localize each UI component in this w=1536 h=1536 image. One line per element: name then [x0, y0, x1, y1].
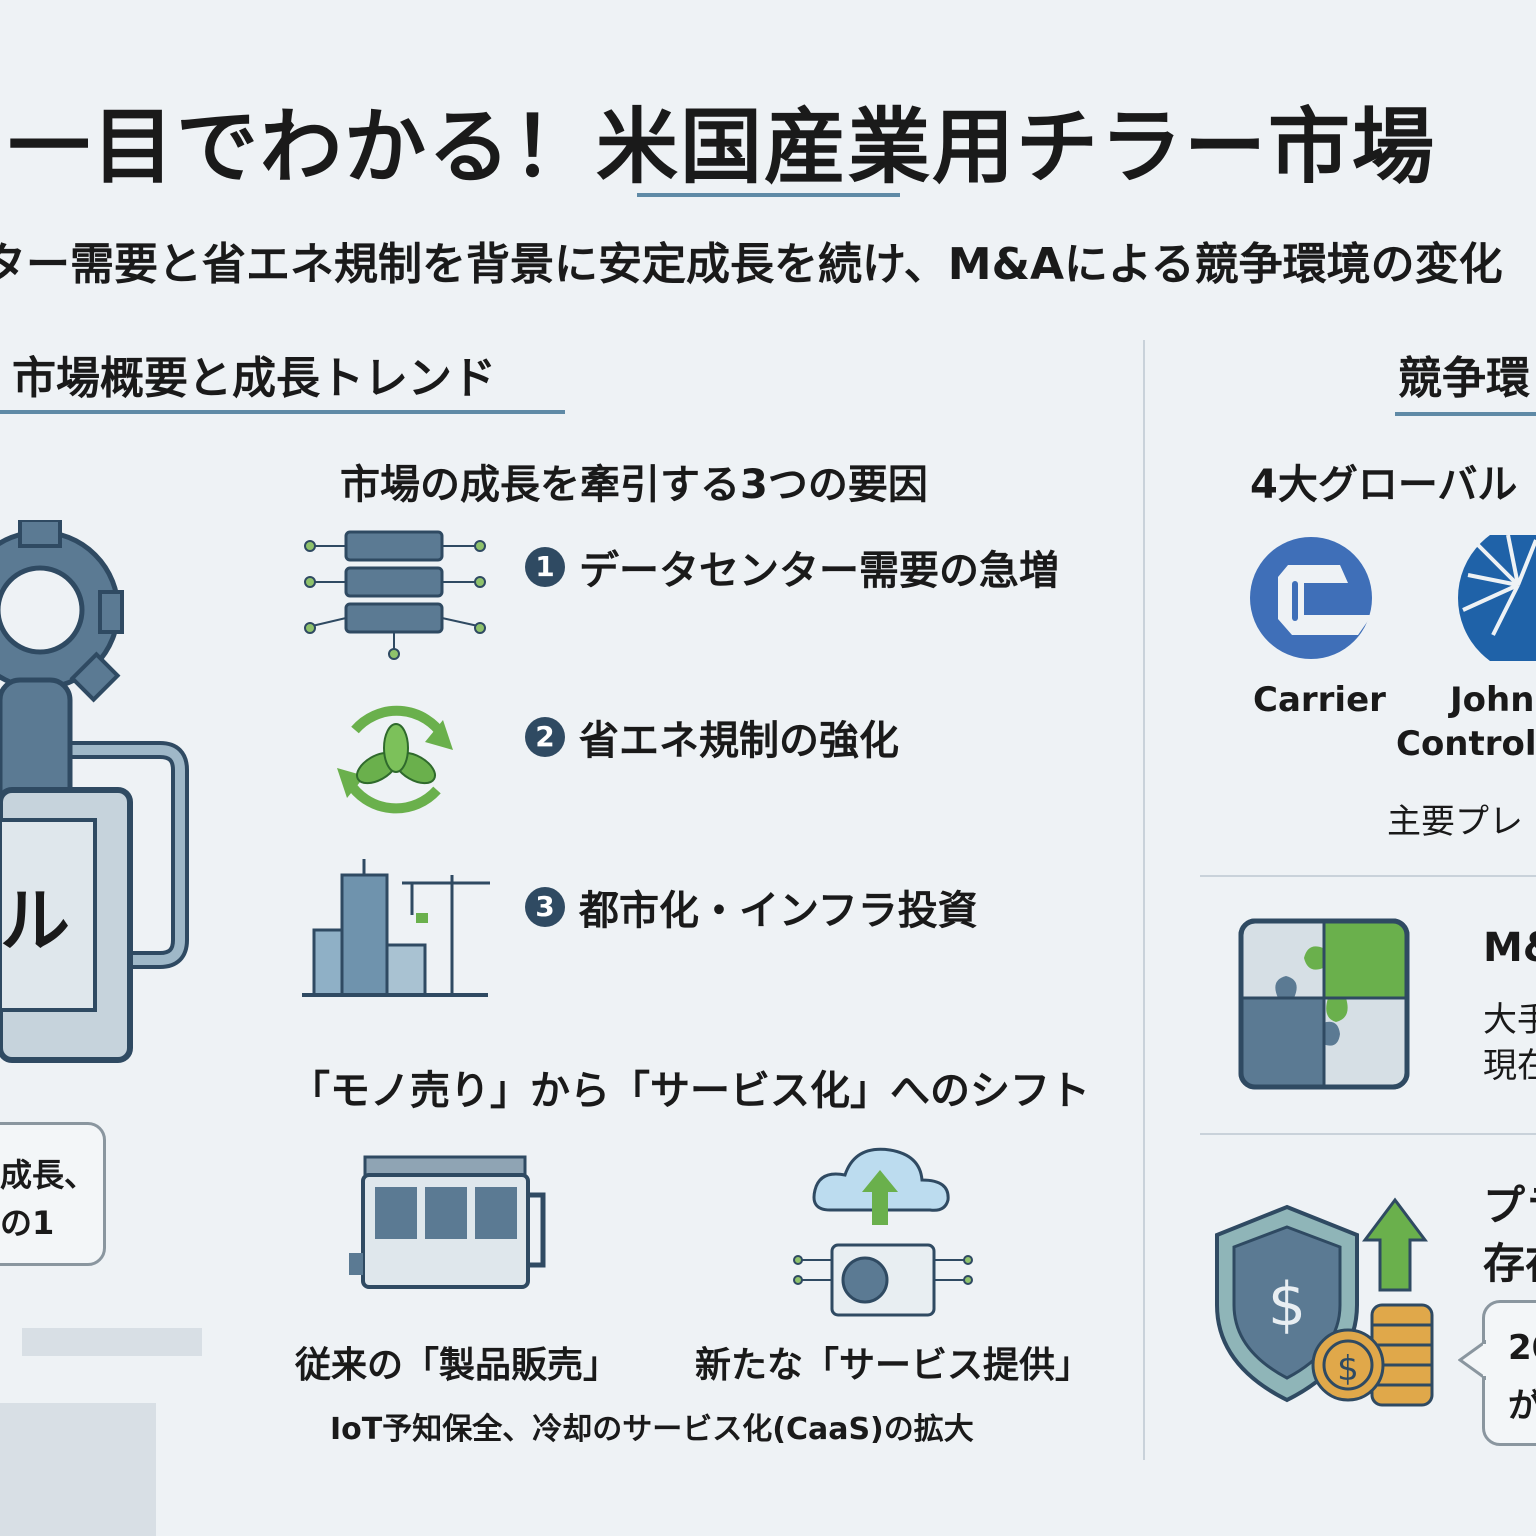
number-badge: 3 — [525, 887, 565, 927]
pe-speech-bubble — [1482, 1300, 1536, 1446]
pe-line-2: 存在 — [1483, 1239, 1536, 1288]
shield-dollar-coins-icon: $ $ — [1215, 1197, 1434, 1407]
cloud-service-icon — [793, 1147, 973, 1317]
players-caption: 主要プレ — [1387, 802, 1523, 842]
section-divider — [1143, 340, 1145, 1460]
callout-line-2: の1 — [0, 1204, 55, 1242]
right-divider — [1200, 875, 1536, 877]
gear-icon — [0, 520, 124, 703]
carrier-logo — [1250, 537, 1372, 659]
callout-line-1: 成長、 — [0, 1156, 97, 1194]
market-size-callout — [0, 1122, 106, 1266]
page-subtitle: ター需要と省エネ規制を背景に安定成長を続け、M&Aによる競争環境の変化 — [0, 239, 1503, 290]
players-heading: 4大グローバル — [1250, 462, 1518, 508]
ma-heading: M& — [1483, 925, 1536, 971]
section-heading-competition: 競争環 — [1398, 353, 1530, 404]
placeholder-block — [0, 1403, 156, 1536]
player-name-johnson-line2: Controls — [1396, 724, 1536, 764]
server-network-icon — [304, 530, 486, 660]
section-heading-market: 市場概要と成長トレンド — [12, 353, 496, 404]
johnson-controls-logo — [1458, 535, 1536, 661]
product-sales-caption: 従来の「製品販売」 — [295, 1345, 620, 1386]
driver-item-2: 2 省エネ規制の強化 — [525, 708, 899, 766]
placeholder-bar — [22, 1328, 202, 1356]
pe-line-1: プラ — [1483, 1181, 1536, 1230]
driver-item-3: 3 都市化・インフラ投資 — [525, 878, 978, 936]
dollar-icon: $ — [1268, 1270, 1306, 1340]
shift-footer: IoT予知保全、冷却のサービス化(CaaS)の拡大 — [330, 1412, 974, 1447]
driver-label: 都市化・インフラ投資 — [579, 888, 978, 934]
svg-text:$: $ — [1337, 1349, 1359, 1389]
shift-heading: 「モノ売り」から「サービス化」へのシフト — [290, 1068, 1090, 1114]
number-badge: 1 — [525, 547, 565, 587]
number-badge: 2 — [525, 717, 565, 757]
ma-line-1: 大手 — [1483, 1000, 1536, 1040]
chiller-product-icon — [349, 1155, 546, 1289]
player-name-johnson-line1: Johns — [1450, 680, 1536, 720]
page-title: 一目でわかる！米国産業用チラー市場 — [8, 100, 1437, 195]
recycle-leaf-icon — [337, 705, 453, 814]
chiller-machine-illustration — [0, 520, 189, 1063]
machine-label: ル — [0, 880, 70, 962]
bubble-line-1: 20 — [1508, 1328, 1536, 1368]
player-name-carrier: Carrier — [1253, 680, 1386, 720]
driver-label: データセンター需要の急増 — [579, 548, 1059, 594]
ma-line-2: 現在 — [1483, 1046, 1536, 1086]
drivers-heading: 市場の成長を牽引する3つの要因 — [340, 462, 928, 508]
driver-item-1: 1 データセンター需要の急増 — [525, 538, 1059, 596]
speech-bubble-pointer — [1458, 1340, 1486, 1380]
section-underline — [0, 410, 565, 414]
right-divider — [1200, 1133, 1536, 1135]
service-caption: 新たな「サービス提供」 — [695, 1345, 1092, 1386]
puzzle-icon — [1238, 918, 1410, 1090]
driver-label: 省エネ規制の強化 — [579, 718, 899, 764]
title-underline — [637, 193, 900, 197]
section-underline — [1395, 412, 1536, 416]
bubble-line-2: が — [1508, 1386, 1536, 1426]
city-crane-icon — [302, 859, 490, 997]
